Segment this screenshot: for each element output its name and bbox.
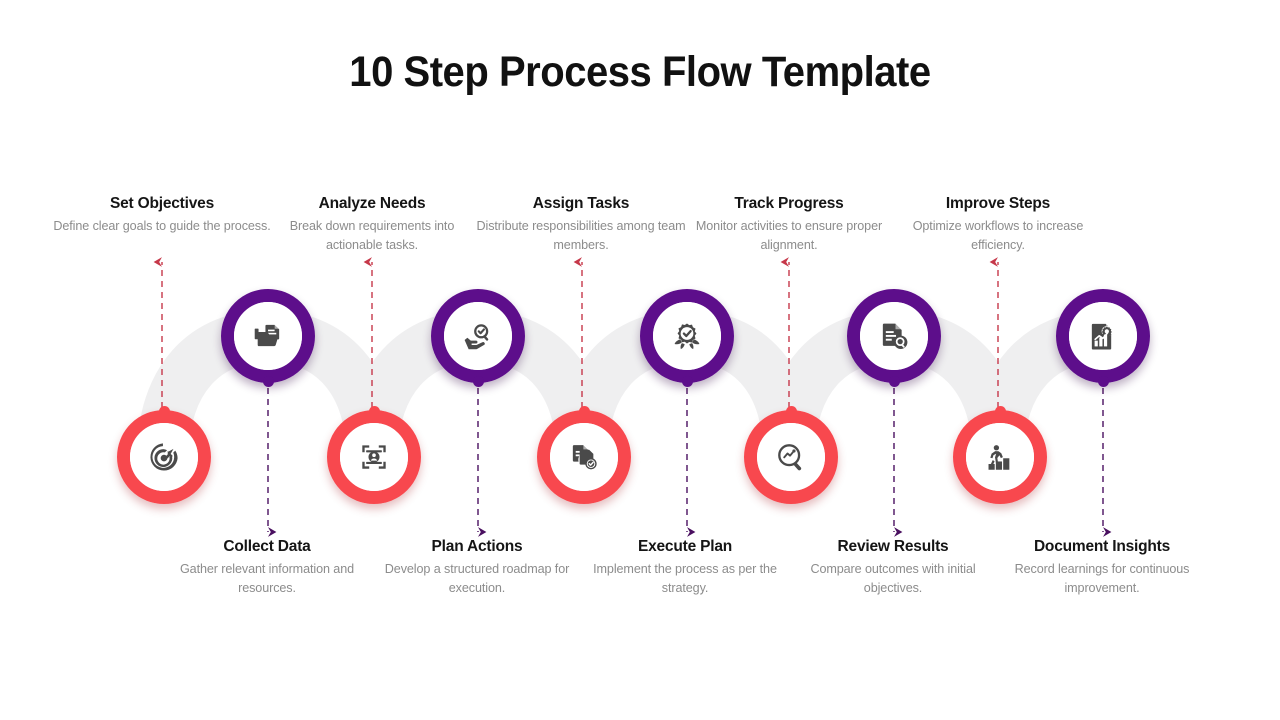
- connector-nub: [785, 406, 797, 417]
- step-title: Analyze Needs: [318, 195, 426, 212]
- step-node-9[interactable]: [953, 406, 1047, 504]
- step-title: Assign Tasks: [532, 195, 630, 212]
- step-node-inner: [130, 423, 198, 491]
- target-arrow-icon: [147, 440, 181, 474]
- step-description: Define clear goals to guide the process.: [53, 219, 271, 233]
- step-node-inner: [653, 302, 721, 370]
- connector-nub: [1097, 376, 1109, 387]
- step-title: Track Progress: [734, 195, 844, 212]
- step-node-inner: [1069, 302, 1137, 370]
- step-description: Distribute responsibilities among team m…: [476, 219, 686, 253]
- step-node-inner: [444, 302, 512, 370]
- step-node-inner: [757, 423, 825, 491]
- folder-document-icon: [251, 319, 285, 353]
- step-node-7[interactable]: [744, 406, 838, 504]
- step-description: Break down requirements into actionable …: [289, 219, 455, 253]
- step-description: Monitor activities to ensure proper alig…: [695, 219, 883, 253]
- connector-nub: [888, 376, 900, 387]
- step-description: Gather relevant information and resource…: [179, 562, 354, 596]
- step-node-10[interactable]: [1056, 289, 1150, 387]
- step-description: Record learnings for continuous improvem…: [1014, 562, 1190, 596]
- step-node-inner: [550, 423, 618, 491]
- step-title: Document Insights: [1033, 538, 1171, 555]
- connector-nub: [681, 376, 693, 387]
- step-title: Review Results: [837, 538, 949, 555]
- step-node-inner: [234, 302, 302, 370]
- connector-nub: [368, 406, 380, 417]
- step-title: Plan Actions: [431, 538, 523, 555]
- connector-nub: [262, 376, 274, 387]
- step-description: Optimize workflows to increase efficienc…: [912, 219, 1084, 253]
- document-search-icon: [877, 319, 911, 353]
- step-node-5[interactable]: [537, 406, 631, 504]
- step-node-inner: [966, 423, 1034, 491]
- search-trend-icon: [774, 440, 808, 474]
- connector-nub: [994, 406, 1006, 417]
- step-node-3[interactable]: [327, 406, 421, 504]
- step-node-inner: [340, 423, 408, 491]
- step-node-inner: [860, 302, 928, 370]
- step-node-2[interactable]: [221, 289, 315, 387]
- step-node-8[interactable]: [847, 289, 941, 387]
- step-node-4[interactable]: [431, 289, 525, 387]
- award-check-icon: [670, 319, 704, 353]
- step-description: Implement the process as per the strateg…: [593, 562, 777, 596]
- data-scan-icon: [357, 440, 391, 474]
- step-title: Collect Data: [223, 538, 311, 555]
- page-title: 10 Step Process Flow Template: [349, 48, 931, 96]
- connector-nub: [158, 406, 170, 417]
- hand-search-check-icon: [461, 319, 495, 353]
- stairs-climb-icon: [983, 440, 1017, 474]
- step-description: Compare outcomes with initial objectives…: [810, 562, 976, 596]
- step-title: Set Objectives: [109, 195, 215, 212]
- step-description: Develop a structured roadmap for executi…: [384, 562, 570, 596]
- step-node-6[interactable]: [640, 289, 734, 387]
- step-title: Execute Plan: [637, 538, 733, 555]
- step-title: Improve Steps: [945, 195, 1051, 212]
- step-node-1[interactable]: [117, 406, 211, 504]
- report-gear-chart-icon: [1086, 319, 1120, 353]
- connector-nub: [578, 406, 590, 417]
- connector-nub: [472, 376, 484, 387]
- document-check-icon: [567, 440, 601, 474]
